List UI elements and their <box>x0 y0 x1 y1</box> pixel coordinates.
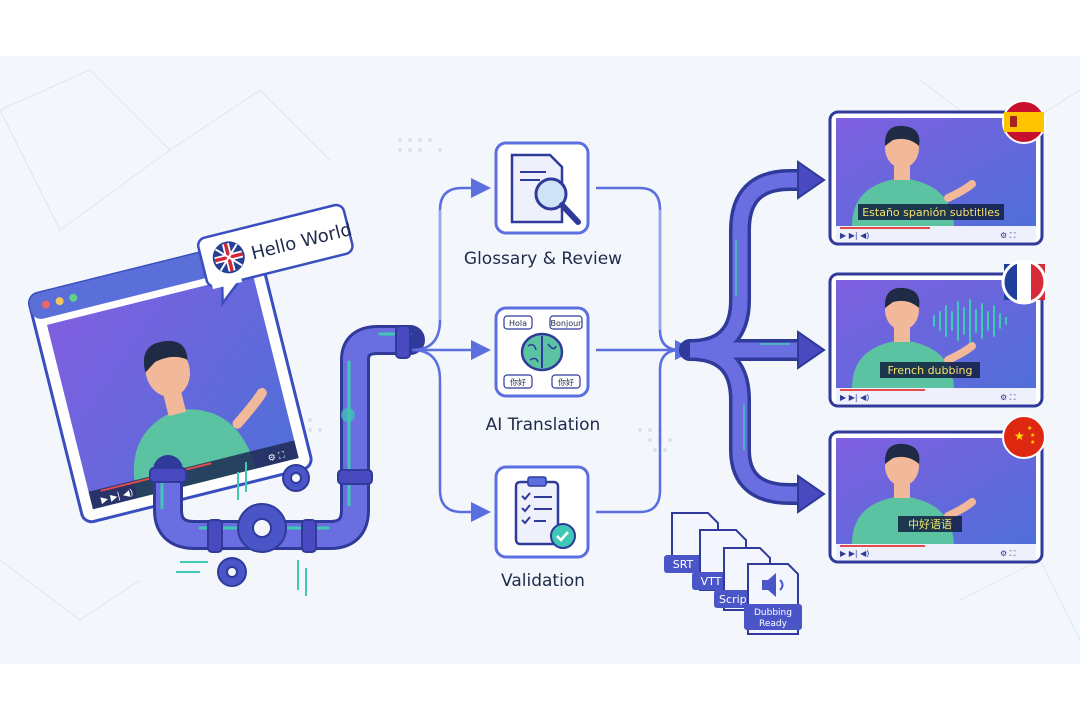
svg-text:★: ★ <box>1014 429 1025 443</box>
settings-icon: ⚙ ⛶ <box>1000 549 1016 558</box>
uk-flag-icon <box>212 241 245 274</box>
bubble-nihao-1: 你好 <box>510 377 526 387</box>
settings-icon: ⚙ ⛶ <box>1000 231 1016 240</box>
caption-spanish: Estaño spanión subtitlles <box>862 206 1000 219</box>
gears-icon <box>217 464 310 587</box>
svg-text:★: ★ <box>1030 432 1035 439</box>
magnifier-document-icon <box>510 153 581 225</box>
translation-bubble <box>551 374 581 389</box>
stage-ai-translation: Hola Bonjour 你好 你好 AI Translation <box>486 306 601 435</box>
data-flow-dashes <box>176 462 307 596</box>
settings-icon: ⚙ ⛶ <box>267 449 287 464</box>
caption-chinese: 中好语语 <box>908 517 952 531</box>
caption-french: French dubbing <box>888 364 973 377</box>
stage-glossary-review: Glossary & Review <box>464 141 622 269</box>
bubble-nihao-2: 你好 <box>558 377 574 387</box>
play-controls-icon: ▶ ▶| ◀) <box>840 549 869 558</box>
hello-world-bubble: Hello World <box>196 203 354 307</box>
output-branch-arrows <box>679 160 826 514</box>
stage-validation: Validation <box>494 465 590 591</box>
svg-text:★: ★ <box>1027 425 1032 432</box>
settings-icon: ⚙ ⛶ <box>1000 393 1016 402</box>
file-label-vtt: VTT <box>701 575 722 588</box>
output-video-chinese: 中好语语 ▶ ▶| ◀) ⚙ ⛶ ★ ★ ★ ★ <box>828 415 1046 564</box>
output-video-french: French dubbing ▶ ▶| ◀) ⚙ ⛶ <box>828 259 1047 408</box>
spain-flag-icon <box>1002 100 1046 144</box>
arrow-head-spanish <box>797 160 826 200</box>
stage-label-glossary: Glossary & Review <box>464 249 622 269</box>
connector-glow <box>439 210 661 330</box>
france-flag-icon <box>1001 259 1047 305</box>
output-video-spanish: Estaño spanión subtitlles ▶ ▶| ◀) ⚙ ⛶ <box>828 100 1046 246</box>
bubble-bonjour: Bonjour <box>551 319 583 328</box>
bubble-hola: Hola <box>509 319 527 328</box>
translation-bubble <box>503 374 533 389</box>
checklist-icon <box>514 476 576 549</box>
play-controls-icon: ▶ ▶| ◀) <box>840 393 869 402</box>
file-label-srt: SRT <box>673 558 694 571</box>
file-label-script: Script <box>719 593 752 606</box>
translation-bubble <box>549 315 583 330</box>
brain-icon <box>520 332 564 372</box>
stage-label-validation: Validation <box>501 571 585 591</box>
stage-label-ai-translation: AI Translation <box>486 415 601 435</box>
pipeline-pipe <box>149 325 425 553</box>
source-video-window: ▶ ▶| ◀) ⚙ ⛶ <box>27 239 313 524</box>
translation-bubble <box>503 315 533 330</box>
china-flag-icon: ★ ★ ★ ★ <box>1002 415 1046 459</box>
svg-text:★: ★ <box>1030 439 1035 446</box>
speaker-icon <box>762 573 784 597</box>
play-controls-icon: ▶ ▶| ◀) <box>840 231 869 240</box>
arrow-head-chinese <box>797 474 826 514</box>
arrow-head-french <box>797 330 826 370</box>
sound-wave-icon <box>933 299 1007 343</box>
